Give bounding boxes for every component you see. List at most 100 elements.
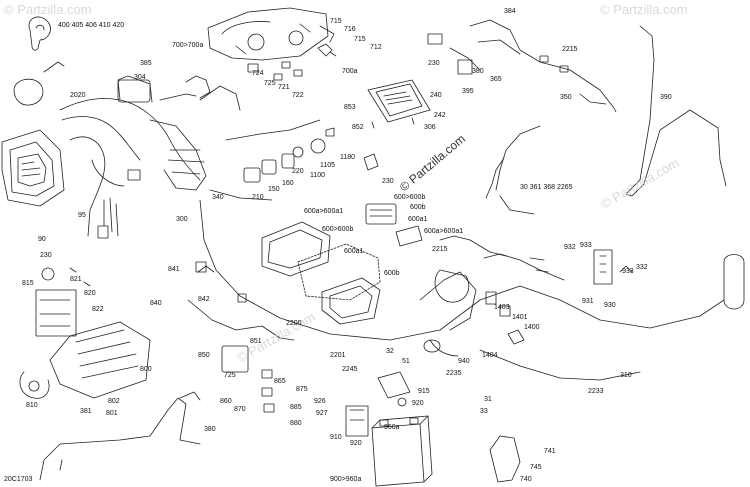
callout-label: 700>700a <box>172 42 204 49</box>
callout-label: 802 <box>108 398 120 405</box>
callout-label: 1404 <box>482 352 498 359</box>
callout-label: 1105 <box>320 162 336 169</box>
callout-label: 900>960a <box>330 476 362 483</box>
callout-label: 853 <box>344 104 356 111</box>
callout-label: 395 <box>462 88 474 95</box>
callout-label: 332 <box>636 264 648 271</box>
callout-label: 722 <box>292 92 304 99</box>
callout-label: 841 <box>168 266 180 273</box>
callout-label: 915 <box>418 388 430 395</box>
gauge-bezels <box>261 203 423 325</box>
callout-label: 306 <box>424 124 436 131</box>
callout-label: 822 <box>92 306 104 313</box>
callout-label: 2200 <box>286 320 302 327</box>
callout-label: 300 <box>176 216 188 223</box>
callout-label: 715 <box>354 36 366 43</box>
callout-label: 242 <box>434 112 446 119</box>
callout-label: 1400 <box>524 324 540 331</box>
callout-label: 875 <box>296 386 308 393</box>
callout-label: 2215 <box>562 46 578 53</box>
callout-label: 380 <box>472 68 484 75</box>
callout-label: 880 <box>290 420 302 427</box>
winch-assembly <box>19 267 151 399</box>
callout-label: 1180 <box>340 154 356 161</box>
right-harness-branches <box>434 235 549 317</box>
callout-label: 600a1 <box>408 216 428 223</box>
callout-label: 800 <box>140 366 152 373</box>
callout-label: 160 <box>282 180 294 187</box>
callout-label: 240 <box>430 92 442 99</box>
callout-label: 820 <box>84 290 96 297</box>
callout-label: 920 <box>350 440 362 447</box>
callout-label: 2235 <box>446 370 462 377</box>
switch-connectors <box>247 43 337 81</box>
watermark: © Partzilla.com <box>600 2 688 17</box>
watermark: © Partzilla.com <box>4 2 92 17</box>
callout-label: 745 <box>530 464 542 471</box>
callout-label: 920 <box>412 400 424 407</box>
callout-label: 910 <box>330 434 342 441</box>
callout-label: 1401 <box>512 314 528 321</box>
callout-label: 2245 <box>342 366 358 373</box>
callout-label: 304 <box>134 74 146 81</box>
callout-label: 90 <box>38 236 46 243</box>
callout-label: 850 <box>198 352 210 359</box>
relay-blocks <box>243 127 379 183</box>
callout-label: 31 <box>484 396 492 403</box>
callout-label: 230 <box>428 60 440 67</box>
callout-label: 842 <box>198 296 210 303</box>
main-body-harness <box>199 119 725 381</box>
callout-label: 600>600b <box>394 194 426 201</box>
battery <box>345 405 433 487</box>
callout-label: 933 <box>622 268 634 275</box>
callout-label: 700a <box>342 68 358 75</box>
callout-label: 931 <box>582 298 594 305</box>
ignition-switch-parts <box>377 329 525 407</box>
callout-label: 870 <box>234 406 246 413</box>
callout-label: 801 <box>106 410 118 417</box>
callout-label: 150 <box>268 186 280 193</box>
callout-label: 860 <box>220 398 232 405</box>
callout-label: 721 <box>278 84 290 91</box>
callout-label: 740 <box>520 476 532 483</box>
callout-label: 960a <box>384 424 400 431</box>
callout-label: 384 <box>504 8 516 15</box>
callout-label: 725 <box>224 372 236 379</box>
callout-label: 821 <box>70 276 82 283</box>
callout-label: 310 <box>620 372 632 379</box>
callout-label: 2020 <box>70 92 86 99</box>
diagram-reference-number: 20C1703 <box>4 476 33 483</box>
callout-label: 33 <box>480 408 488 415</box>
callout-label: 2201 <box>330 352 346 359</box>
callout-label: 930 <box>604 302 616 309</box>
routing-wire <box>625 25 727 197</box>
key-fob-part <box>13 16 65 106</box>
callout-label: 1403 <box>494 304 510 311</box>
callout-label: 600>600b <box>322 226 354 233</box>
front-wiring-harness <box>59 75 241 239</box>
callout-label: 852 <box>352 124 364 131</box>
rear-wiring-harness <box>427 19 617 113</box>
headlight-assembly <box>1 129 65 207</box>
callout-label: 400 405 406 410 420 <box>58 22 125 29</box>
callout-label: 712 <box>370 44 382 51</box>
callout-label: 381 <box>80 408 92 415</box>
callout-label: 365 <box>490 76 502 83</box>
callout-label: 926 <box>314 398 326 405</box>
callout-label: 32 <box>386 348 394 355</box>
callout-label: 380 <box>204 426 216 433</box>
callout-label: 600a>600a1 <box>424 228 464 235</box>
callout-label: 725 <box>264 80 276 87</box>
callout-label: 2215 <box>432 246 448 253</box>
callout-label: 600a1 <box>344 248 364 255</box>
callout-label: 741 <box>544 448 556 455</box>
callout-label: 600a>600a1 <box>304 208 344 215</box>
tube-harness <box>485 125 541 215</box>
callout-label: 385 <box>140 60 152 67</box>
callout-label: 885 <box>290 404 302 411</box>
callout-label: 600b <box>410 204 426 211</box>
callout-label: 600b <box>384 270 400 277</box>
callout-label: 932 <box>564 244 576 251</box>
callout-label: 350 <box>560 94 572 101</box>
